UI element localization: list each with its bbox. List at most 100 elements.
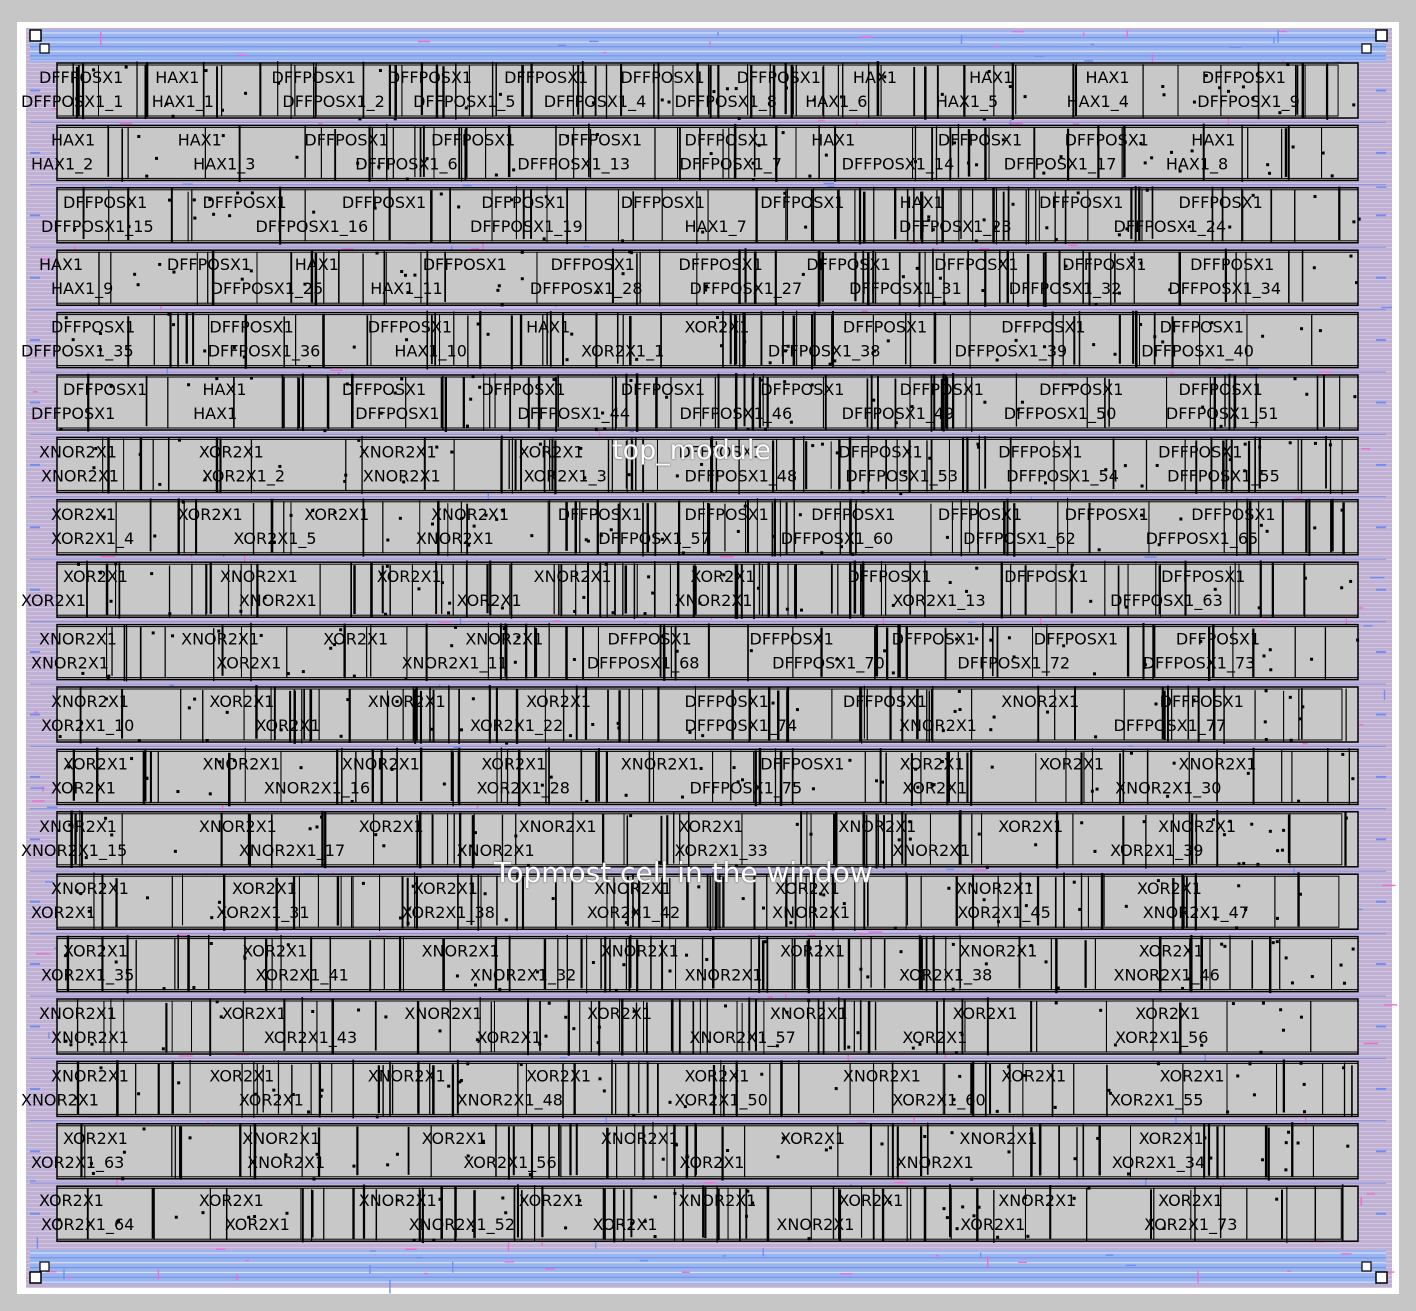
via — [345, 382, 349, 386]
via — [547, 1001, 551, 1005]
cell-instance-label: DFFPOSX1_53 — [845, 466, 958, 486]
via — [151, 631, 155, 635]
via — [602, 1089, 606, 1093]
cell-instance-label: DFFPOSX1_77 — [1114, 716, 1227, 736]
cell-type-label: XNOR2X1 — [519, 817, 597, 836]
via — [970, 1177, 974, 1181]
via — [661, 1157, 665, 1161]
cell-type-label: DFFPOSX1 — [39, 68, 123, 87]
via — [591, 722, 595, 726]
cell-type-label: XOR2X1 — [1139, 1129, 1204, 1148]
via — [1143, 161, 1147, 165]
cell-instance-label: XOR2X1_41 — [256, 966, 349, 986]
via — [583, 476, 587, 480]
via — [1157, 543, 1161, 547]
via — [1237, 862, 1241, 866]
cell-type-label: XOR2X1 — [242, 942, 307, 961]
via — [955, 637, 959, 641]
via — [621, 272, 625, 276]
cell-instance-label: XOR2X1_43 — [264, 1028, 357, 1048]
via — [976, 442, 980, 446]
via — [284, 1153, 288, 1157]
via — [893, 926, 897, 930]
cell-instance-label: DFFPOSX1_36 — [208, 342, 321, 362]
via — [430, 727, 434, 731]
via — [1281, 1028, 1285, 1032]
via — [1046, 710, 1050, 714]
via — [982, 218, 986, 222]
cell-type-label: XOR2X1 — [526, 692, 591, 711]
via — [127, 224, 131, 228]
via — [599, 533, 603, 537]
topmost-cell-label: Topmost cell in the window — [494, 856, 873, 889]
via — [1073, 1157, 1077, 1161]
via — [741, 778, 745, 782]
cell-type-label: XOR2X1 — [900, 754, 965, 773]
via — [1211, 818, 1215, 822]
via — [775, 1044, 779, 1048]
via — [705, 284, 709, 288]
via — [762, 906, 766, 910]
via — [880, 1142, 884, 1146]
cell-type-label: DFFPOSX1 — [504, 68, 588, 87]
via — [653, 1195, 657, 1199]
via — [811, 787, 815, 791]
cell-type-label: XNOR2X1 — [621, 754, 699, 773]
via — [822, 893, 826, 897]
via — [285, 1211, 289, 1215]
corner-pad — [29, 1271, 42, 1284]
via — [1268, 171, 1272, 175]
via — [1228, 225, 1232, 229]
cell-type-label: XOR2X1 — [1039, 754, 1104, 773]
via — [982, 898, 986, 902]
via — [983, 400, 987, 404]
cell-type-label: DFFPOSX1 — [1062, 255, 1146, 274]
via — [1062, 644, 1066, 648]
cell-type-label: XOR2X1 — [519, 442, 584, 461]
cell-row — [56, 311, 1359, 369]
via — [137, 739, 141, 743]
cell-type-label: DFFPOSX1 — [1202, 68, 1286, 87]
via — [1161, 340, 1165, 344]
via — [430, 522, 434, 526]
via — [628, 250, 632, 254]
cell-row — [56, 1185, 1359, 1242]
via — [538, 442, 542, 446]
via — [1356, 638, 1360, 642]
cell-type-label: DFFPOSX1 — [551, 255, 635, 274]
via — [279, 728, 283, 732]
via — [512, 168, 516, 172]
cell-type-label: HAX1 — [39, 255, 83, 274]
cell-type-label: DFFPOSX1 — [620, 68, 704, 87]
cell-type-label: XOR2X1 — [685, 318, 750, 337]
cell-type-label: XOR2X1 — [359, 817, 424, 836]
via — [839, 545, 843, 549]
cell-instance-label: XOR2X1_2 — [202, 466, 285, 486]
via — [232, 346, 236, 350]
cell-type-label: XNOR2X1 — [199, 817, 277, 836]
via — [984, 962, 988, 966]
via — [1095, 787, 1099, 791]
via — [221, 108, 225, 112]
via — [627, 473, 631, 477]
via — [960, 1033, 964, 1037]
via — [1166, 794, 1170, 798]
cell-instance-label: XNOR2X1_17 — [239, 841, 345, 861]
cell-instance-label: DFFPOSX1_9 — [1197, 92, 1299, 112]
cell-instance-label: DFFPOSX1_13 — [517, 154, 630, 174]
via — [1282, 828, 1286, 832]
cell-row — [56, 124, 1359, 182]
cell-instance-label: XNOR2X1 — [416, 529, 494, 548]
via — [579, 446, 583, 450]
via — [136, 283, 140, 287]
cell-type-label: XOR2X1 — [209, 692, 274, 711]
via — [668, 969, 672, 973]
via — [94, 447, 98, 451]
via — [1299, 717, 1303, 721]
cell-instance-label: XNOR2X1 — [31, 654, 109, 673]
via — [217, 900, 221, 904]
cell-type-label: HAX1 — [526, 318, 570, 337]
